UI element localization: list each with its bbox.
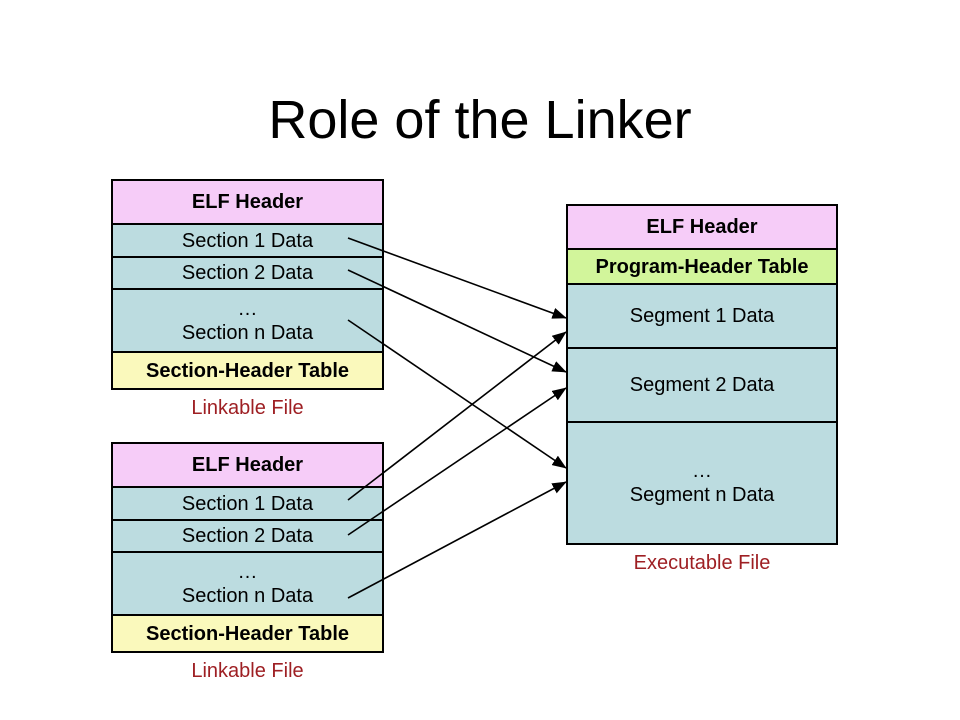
executable-file-caption: Executable File (633, 552, 771, 574)
executable-row-segment-n-data: … Segment n Data (568, 423, 836, 543)
linkable-file-1-caption: Linkable File (191, 397, 304, 419)
linkable-2-row-section-n-data: … Section n Data (113, 553, 382, 616)
linkable-file-2-box: ELF Header Section 1 Data Section 2 Data… (111, 442, 384, 653)
linkable-file-1-box: ELF Header Section 1 Data Section 2 Data… (111, 179, 384, 390)
executable-row-elf-header: ELF Header (568, 206, 836, 250)
linkable-file-2-caption: Linkable File (191, 660, 304, 682)
page-title: Role of the Linker (268, 90, 692, 151)
linkable-1-row-section-n-data: … Section n Data (113, 290, 382, 353)
executable-file-box: ELF Header Program-Header Table Segment … (566, 204, 838, 545)
linkable-2-row-elf-header: ELF Header (113, 444, 382, 488)
linkable-1-row-section-1-data: Section 1 Data (113, 225, 382, 258)
executable-row-program-header-table: Program-Header Table (568, 250, 836, 285)
executable-row-segment-1-data: Segment 1 Data (568, 285, 836, 349)
linkable-2-row-section-1-data: Section 1 Data (113, 488, 382, 521)
linkable-1-row-section-2-data: Section 2 Data (113, 258, 382, 290)
executable-row-segment-2-data: Segment 2 Data (568, 349, 836, 423)
linkable-2-row-section-header-table: Section-Header Table (113, 616, 382, 651)
linkable-1-row-section-header-table: Section-Header Table (113, 353, 382, 388)
linkable-2-row-section-2-data: Section 2 Data (113, 521, 382, 553)
linkable-1-row-elf-header: ELF Header (113, 181, 382, 225)
